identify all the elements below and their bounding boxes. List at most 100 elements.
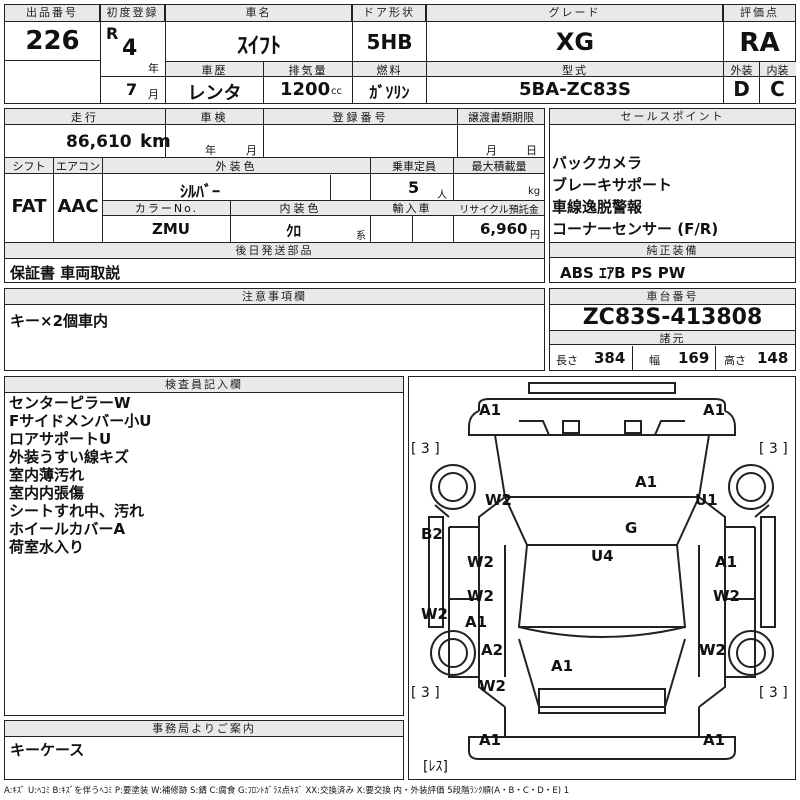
- sub-header-bar: [166, 61, 796, 77]
- legend-text: A:ｷｽﾞ U:ﾍｺﾐ B:ｷｽﾞを伴うﾍｺﾐ P:要塗装 W:補修跡 S:錆 …: [4, 786, 570, 796]
- score-value: RA: [739, 28, 780, 58]
- damage-mark: B2: [421, 525, 443, 543]
- recycle-label: リサイクル預託金: [459, 205, 539, 216]
- damage-mark: W2: [485, 491, 512, 509]
- shift-label: シフト: [12, 160, 46, 173]
- inspector-note: 室内薄汚れ: [9, 466, 85, 484]
- sales-points-block: [549, 108, 796, 283]
- era-value: R: [106, 24, 119, 43]
- row4-header-bar: [103, 201, 544, 216]
- damage-mark: W2: [479, 677, 506, 695]
- door-value: 5HB: [366, 30, 413, 54]
- history-value: レンタ: [187, 83, 242, 104]
- chassis-block: [549, 288, 796, 371]
- dims-label: 諸元: [550, 330, 795, 345]
- reg-no-label: 登録番号: [332, 111, 389, 124]
- damage-mark: G: [625, 519, 637, 537]
- damage-mark: A2: [481, 641, 503, 659]
- inspection-month: 月: [246, 144, 257, 157]
- door-label: ドア形状: [353, 5, 426, 22]
- color-no-value: ZMU: [152, 220, 190, 238]
- damage-mark: A1: [479, 731, 501, 749]
- month-value: 7: [126, 80, 138, 99]
- displacement-value: 1200: [280, 79, 331, 100]
- height-value: 148: [757, 349, 789, 367]
- exterior-grade: D: [733, 77, 750, 101]
- ext-color-label: 外装色: [215, 160, 258, 173]
- ac-value: AAC: [57, 196, 99, 217]
- office-label: 事務局よりご案内: [5, 721, 403, 737]
- int-color-label: 内装色: [279, 202, 322, 215]
- lot-number: 226: [25, 26, 80, 56]
- car-damage-diagram: A1 A1 A1 A1 W2 W2 W2 W2 W2 W2 W2 U1 U4 G…: [411, 382, 788, 775]
- damage-mark: A1: [465, 613, 487, 631]
- ac-label: エアコン: [56, 160, 100, 173]
- transfer-day: 日: [526, 144, 537, 157]
- inspector-block: [4, 376, 404, 716]
- header-block: [4, 4, 796, 104]
- mileage-unit: km: [140, 131, 171, 152]
- score-label: 評価点: [724, 5, 795, 22]
- sales-point-item: 車線逸脱警報: [552, 198, 643, 216]
- damage-diagram-block: [408, 376, 796, 780]
- interior-grade: C: [770, 77, 785, 101]
- sales-points-list: バックカメラ ブレーキサポート 車線逸脱警報 コーナーセンサー (F/R): [552, 152, 718, 240]
- inspector-note: ホイールカバーA: [9, 520, 126, 538]
- int-color-value: ｸﾛ: [286, 222, 302, 240]
- damage-mark: A1: [703, 401, 725, 419]
- name-label: 車名: [166, 5, 352, 22]
- sales-points-label: セールスポイント: [550, 109, 795, 125]
- vehicle-details-block: [4, 108, 545, 283]
- inspector-note: 外装うすい線キズ: [9, 448, 130, 466]
- model-value: 5BA-ZC83S: [519, 79, 631, 100]
- damage-mark: U1: [695, 491, 718, 509]
- mileage-label: 走行: [71, 111, 99, 124]
- recycle-value: 6,960: [480, 220, 528, 238]
- recycle-unit: 円: [530, 230, 540, 241]
- chassis-number: ZC83S-413808: [582, 305, 763, 330]
- equipment-label: 純正装備: [550, 242, 795, 258]
- load-unit: kg: [528, 186, 541, 197]
- inspector-note: 室内内張傷: [9, 484, 85, 502]
- spare-tire-label: [ﾚｽ]: [423, 759, 448, 775]
- office-block: [4, 720, 404, 780]
- equipment-value: ABS ｴｱB PS PW: [560, 264, 686, 282]
- ext-color-value: ｼﾙﾊﾞｰ: [180, 182, 221, 201]
- displacement-unit: cc: [331, 86, 342, 97]
- exterior-label: 外装: [730, 64, 753, 77]
- sales-point-item: バックカメラ: [552, 154, 643, 172]
- damage-mark: W2: [421, 605, 448, 623]
- int-color-unit: 系: [356, 231, 366, 242]
- damage-mark: A1: [715, 553, 737, 571]
- displacement-label: 排気量: [288, 64, 328, 77]
- lot-label: 出品番号: [5, 5, 100, 22]
- inspector-note: ロアサポートU: [9, 430, 112, 448]
- row3-header-bar: [5, 158, 544, 174]
- inspection-label: 車検: [200, 111, 229, 124]
- damage-mark: A1: [551, 657, 573, 675]
- grade-value: XG: [555, 28, 595, 56]
- damage-mark: W2: [467, 553, 494, 571]
- grade-label: グレード: [427, 5, 723, 22]
- transfer-label: 譲渡書類期限: [468, 111, 534, 124]
- height-label: 高さ: [724, 354, 746, 367]
- mileage-value: 86,610: [66, 132, 132, 152]
- row2-header-bar: [5, 109, 544, 125]
- inspection-year: 年: [205, 144, 216, 157]
- later-parts-label: 後日発送部品: [5, 243, 544, 259]
- damage-mark: A1: [703, 731, 725, 749]
- length-value: 384: [594, 349, 626, 367]
- inspector-note: センターピラーW: [9, 394, 131, 412]
- color-no-label: カラーNo.: [134, 202, 199, 215]
- load-label: 最大積載量: [471, 160, 527, 173]
- history-label: 車歴: [201, 64, 228, 77]
- capacity-value: 5: [408, 178, 420, 197]
- first-reg-label: 初度登録: [101, 5, 165, 22]
- chassis-label: 車台番号: [550, 289, 795, 305]
- damage-mark: U4: [591, 547, 614, 565]
- inspector-note: シートすれ中、汚れ: [9, 502, 145, 520]
- inspector-label: 検査員記入欄: [5, 377, 403, 393]
- year-unit: 年: [148, 62, 159, 75]
- damage-mark: W2: [699, 641, 726, 659]
- tire-label: [ 3 ]: [411, 685, 440, 701]
